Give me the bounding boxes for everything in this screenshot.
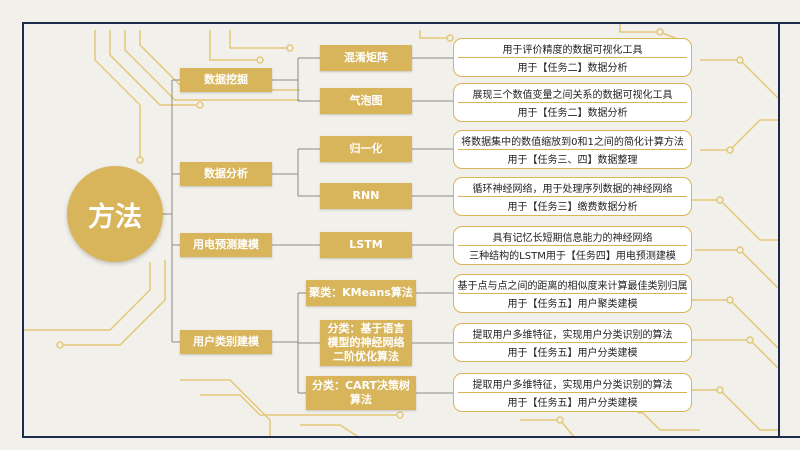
desc-line: 将数据集中的数值缩放到0和1之间的简化计算方法 xyxy=(461,136,684,148)
circuit-node xyxy=(716,386,724,394)
desc-line: 提取用户多维特征，实现用户分类识别的算法 xyxy=(472,329,673,341)
desc-box-normalization: 将数据集中的数值缩放到0和1之间的简化计算方法 用于【任务三、四】数据整理 xyxy=(453,130,692,169)
desc-line: 基于点与点之间的距离的相似度来计算最佳类别归属 xyxy=(457,280,688,292)
circuit-trace xyxy=(60,260,166,346)
circuit-trace xyxy=(619,24,681,41)
circuit-trace xyxy=(692,389,778,431)
circuit-trace xyxy=(229,30,290,49)
method-node-bubble-chart: 气泡图 xyxy=(320,88,412,114)
method-node-lstm: LSTM xyxy=(320,232,412,258)
circuit-node xyxy=(136,156,144,164)
desc-box-rnn: 循环神经网络，用于处理序列数据的神经网络 用于【任务三】缴费数据分析 xyxy=(453,177,692,216)
root-node: 方法 xyxy=(67,166,163,262)
desc-box-confusion-matrix: 用于评价精度的数据可视化工具 用于【任务二】数据分析 xyxy=(453,38,692,77)
circuit-trace xyxy=(419,30,450,39)
category-node-power-forecast: 用电预测建模 xyxy=(180,233,272,257)
desc-line: 三种结构的LSTM用于【任务四】用电预测建模 xyxy=(469,251,676,263)
circuit-node xyxy=(746,336,754,344)
desc-line: 展现三个数值变量之间关系的数据可视化工具 xyxy=(472,89,673,101)
circuit-node xyxy=(656,28,664,36)
circuit-node xyxy=(716,196,724,204)
method-node-cart: 分类：CART决策树算法 xyxy=(306,376,416,410)
desc-line: 用于【任务二】数据分析 xyxy=(517,108,628,120)
circuit-node xyxy=(726,296,734,304)
circuit-trace xyxy=(124,30,300,101)
circuit-trace xyxy=(109,30,200,106)
desc-line: 用于【任务三、四】数据整理 xyxy=(507,155,638,167)
circuit-node xyxy=(446,34,454,42)
category-node-user-class: 用户类别建模 xyxy=(180,330,272,354)
circuit-node xyxy=(726,146,734,154)
desc-box-lstm: 具有记忆长短期信息能力的神经网络 三种结构的LSTM用于【任务四】用电预测建模 xyxy=(453,226,692,265)
circuit-node xyxy=(396,411,404,419)
desc-box-nn-second-order: 提取用户多维特征，实现用户分类识别的算法 用于【任务五】用户分类建模 xyxy=(453,323,692,362)
circuit-node xyxy=(556,416,564,424)
circuit-trace xyxy=(94,30,141,160)
method-node-kmeans: 聚类：KMeans算法 xyxy=(306,280,416,306)
circuit-trace xyxy=(700,119,778,151)
circuit-node xyxy=(736,56,744,64)
circuit-node xyxy=(196,101,204,109)
desc-line: 具有记忆长短期信息能力的神经网络 xyxy=(492,232,653,244)
circuit-trace xyxy=(690,199,778,241)
desc-line: 用于评价精度的数据可视化工具 xyxy=(502,44,643,56)
desc-line: 用于【任务五】用户聚类建模 xyxy=(507,299,638,311)
desc-line: 循环神经网络，用于处理序列数据的神经网络 xyxy=(472,183,673,195)
desc-box-kmeans: 基于点与点之间的距离的相似度来计算最佳类别归属 用于【任务五】用户聚类建模 xyxy=(453,274,692,313)
frame-top-line xyxy=(22,22,800,24)
category-node-data-mining: 数据挖掘 xyxy=(180,68,272,92)
desc-box-bubble-chart: 展现三个数值变量之间关系的数据可视化工具 用于【任务二】数据分析 xyxy=(453,83,692,122)
desc-box-cart: 提取用户多维特征，实现用户分类识别的算法 用于【任务五】用户分类建模 xyxy=(453,373,692,412)
circuit-node xyxy=(736,246,744,254)
desc-line: 用于【任务二】数据分析 xyxy=(517,63,628,75)
desc-line: 用于【任务五】用户分类建模 xyxy=(507,398,638,410)
method-node-confusion-matrix: 混淆矩阵 xyxy=(320,45,412,71)
desc-line: 用于【任务三】缴费数据分析 xyxy=(507,202,638,214)
frame-left-line xyxy=(22,22,24,438)
circuit-node xyxy=(56,341,64,349)
circuit-node xyxy=(286,44,294,52)
circuit-trace xyxy=(209,30,260,61)
circuit-node xyxy=(256,56,264,64)
frame-right-line xyxy=(778,22,780,438)
method-node-rnn: RNN xyxy=(320,183,412,209)
frame-bottom-line xyxy=(22,436,800,438)
method-node-nn-second-order: 分类：基于语言模型的神经网络二阶优化算法 xyxy=(320,320,412,366)
desc-line: 用于【任务五】用户分类建模 xyxy=(507,348,638,360)
circuit-trace xyxy=(24,262,151,331)
circuit-trace xyxy=(300,424,361,439)
method-node-normalization: 归一化 xyxy=(320,136,412,162)
category-node-data-analysis: 数据分析 xyxy=(180,162,272,186)
circuit-trace xyxy=(180,379,271,438)
desc-line: 提取用户多维特征，实现用户分类识别的算法 xyxy=(472,379,673,391)
circuit-trace xyxy=(200,394,400,416)
